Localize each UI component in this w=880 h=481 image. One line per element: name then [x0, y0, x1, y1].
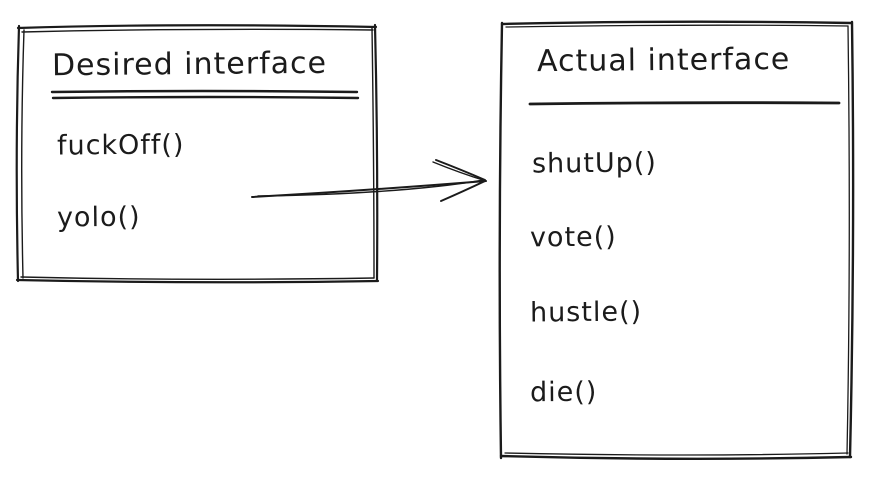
arrow-connector — [251, 159, 487, 202]
desired-interface-title: Desired interface — [51, 45, 328, 84]
actual-interface-method: vote() — [529, 221, 617, 254]
actual-interface-title: Actual interface — [536, 41, 791, 80]
actual-interface-method: hustle() — [529, 296, 643, 329]
actual-interface-method: shutUp() — [531, 147, 657, 180]
desired-interface-method: yolo() — [56, 201, 141, 234]
actual-interface-method: die() — [529, 376, 598, 409]
actual-interface-title-underline — [528, 101, 841, 106]
desired-interface-title-underline — [50, 89, 360, 100]
desired-interface-method: fuckOff() — [56, 129, 185, 162]
